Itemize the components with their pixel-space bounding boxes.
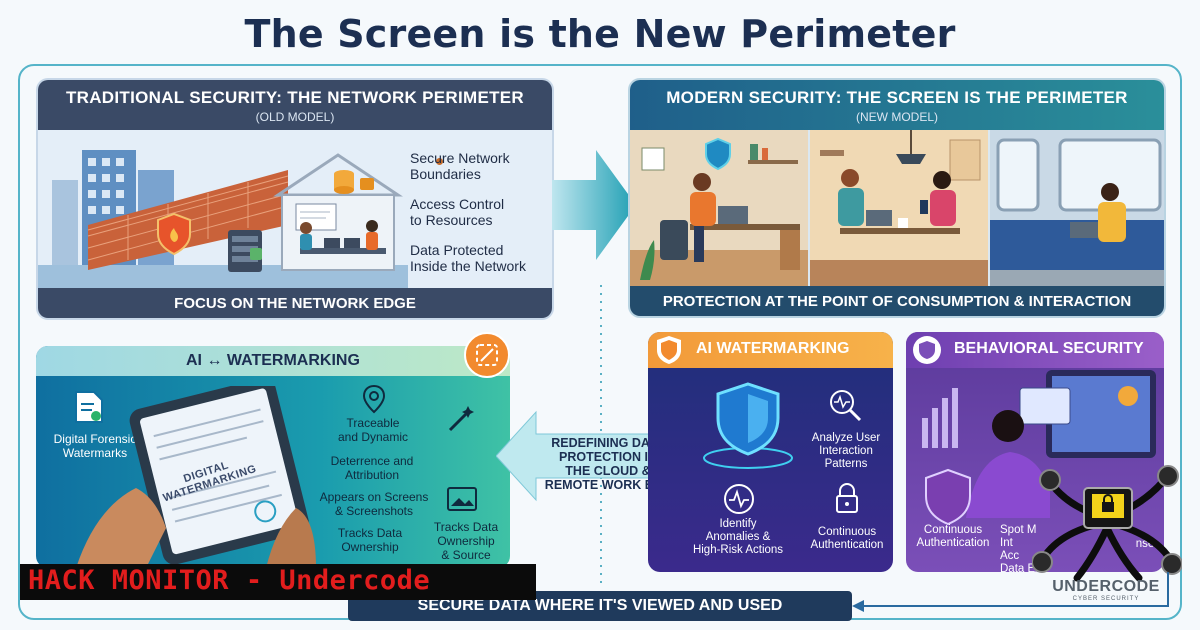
modern-footer: PROTECTION AT THE POINT OF CONSUMPTION &… <box>630 286 1164 316</box>
item-continuous-authentication: Continuous Authentication <box>800 526 893 552</box>
modern-scenes-illustration <box>630 130 1164 290</box>
traditional-title: TRADITIONAL SECURITY: THE NETWORK PERIME… <box>65 88 525 107</box>
feature-traceable: Traceable and Dynamic <box>318 416 428 444</box>
ai-watermarking-band <box>36 346 510 376</box>
lock-icon <box>836 483 858 513</box>
modern-title: MODERN SECURITY: THE SCREEN IS THE PERIM… <box>666 88 1128 107</box>
item-line: Authentication <box>810 539 884 551</box>
label-line: Watermarks <box>62 446 128 460</box>
traditional-footer: FOCUS ON THE NETWORK EDGE <box>38 288 552 318</box>
item-line: Continuous <box>923 524 983 536</box>
traditional-subtitle: (OLD MODEL) <box>255 110 335 124</box>
anomaly-target-icon <box>724 484 754 514</box>
item-line: Authentication <box>916 537 990 549</box>
feature-line: Tracks Data <box>337 526 403 540</box>
behavioral-security-panel: BEHAVIORAL SECURITY Continuous Authentic… <box>906 332 1164 572</box>
behavioral-band <box>906 332 1164 368</box>
feature-deterrence: Deterrence and Attribution <box>316 454 428 482</box>
center-message: REDEFINING DATA PROTECTION IN THE CLOUD … <box>522 436 694 492</box>
document-check-icon <box>75 391 103 423</box>
item-analyze-user: Analyze User Interaction Patterns <box>802 432 890 471</box>
watermark-stamp-icon <box>464 332 510 378</box>
item-line: Spot M <box>1000 524 1037 536</box>
user-shield-icon <box>913 336 941 364</box>
ai-watermarking-title: AI ↔ WATERMARKING <box>186 352 360 369</box>
behavioral-title: BEHAVIORAL SECURITY <box>954 340 1144 357</box>
callout-line: Data Protected <box>410 242 504 258</box>
item-line: Int <box>1000 537 1013 549</box>
hack-monitor-text: HACK MONITOR - Undercode <box>28 565 431 596</box>
modern-header: MODERN SECURITY: THE SCREEN IS THE PERIM… <box>630 80 1164 130</box>
item-identify-anomalies: Identify Anomalies & High-Risk Actions <box>676 518 800 557</box>
shield-icon <box>657 336 681 364</box>
ai-watermarking-right-title: AI WATERMARKING <box>696 340 850 357</box>
ai-watermarking-feature-panel: AI ↔ WATERMARKING Digital Forensic Water… <box>36 346 510 568</box>
callout-dot <box>436 158 443 165</box>
callout-secure-boundaries: Secure Network Boundaries <box>410 150 550 182</box>
undercode-logo-subtext: CYBER SECURITY <box>1072 596 1140 602</box>
ai-watermarking-right-band <box>648 332 893 368</box>
item-line: Identify <box>719 518 757 530</box>
magnifier-pulse-icon <box>830 390 862 422</box>
feature-line: & Screenshots <box>334 504 414 518</box>
feature-line: Ownership <box>341 540 399 554</box>
image-frame-icon <box>447 487 477 511</box>
item-line: Continuous <box>817 526 877 538</box>
feature-line: Appears on Screens <box>319 490 429 504</box>
item-line: High-Risk Actions <box>692 544 784 556</box>
callout-access-control: Access Control to Resources <box>410 196 550 228</box>
item-line: Analyze User <box>811 432 881 444</box>
behavioral-illustration <box>922 370 1156 526</box>
feature-line: and Dynamic <box>337 430 409 444</box>
traditional-security-panel: TRADITIONAL SECURITY: THE NETWORK PERIME… <box>36 78 554 320</box>
modern-subtitle: (NEW MODEL) <box>856 110 938 124</box>
label-line: Digital Forensic <box>53 432 137 446</box>
callout-line: to Resources <box>410 212 493 228</box>
item-line: Data Ex <box>1000 563 1041 572</box>
feature-line: Traceable <box>346 416 400 430</box>
page-title: The Screen is the New Perimeter <box>244 12 956 56</box>
traditional-header: TRADITIONAL SECURITY: THE NETWORK PERIME… <box>38 80 552 130</box>
center-line: REMOTE WORK ERA <box>544 478 672 492</box>
callout-line: Access Control <box>410 196 505 212</box>
item-line: Anomalies & <box>705 531 771 543</box>
magic-wand-icon <box>448 406 474 432</box>
feature-line: & Source <box>441 548 491 562</box>
item-spot-misuse-partial: Spot M Int Acc Data Ex <box>1000 524 1064 572</box>
item-line: Interaction <box>819 445 873 457</box>
dotted-connector <box>600 285 602 585</box>
hack-monitor-banner: HACK MONITOR - Undercode <box>20 564 536 600</box>
undercode-logo-text: UNDERCODE <box>1052 578 1160 595</box>
center-line: THE CLOUD & <box>565 464 651 478</box>
feature-line: Deterrence and <box>330 454 414 468</box>
callout-line: Inside the Network <box>410 258 526 274</box>
robot-logo-icon <box>1032 465 1182 582</box>
feature-appears-on-screens: Appears on Screens & Screenshots <box>312 490 436 518</box>
center-line: PROTECTION IN <box>559 450 657 464</box>
callout-data-protected: Data Protected Inside the Network <box>410 242 552 274</box>
tablet-illustration <box>76 386 316 568</box>
feature-line: Ownership <box>437 534 495 548</box>
callout-line: Boundaries <box>410 166 481 182</box>
callout-line: Secure Network <box>410 150 510 166</box>
feature-line: Tracks Data <box>433 520 499 534</box>
item-line: Patterns <box>824 458 868 470</box>
digital-forensic-label: Digital Forensic Watermarks <box>40 432 150 460</box>
feature-line: Attribution <box>344 468 400 482</box>
feature-tracks-source: Tracks Data Ownership & Source <box>424 520 508 562</box>
center-line: REDEFINING DATA <box>551 436 665 450</box>
network-perimeter-illustration <box>38 150 408 290</box>
glowing-shield-icon <box>703 382 793 469</box>
ai-watermarking-panel: AI WATERMARKING Analyze User Interaction… <box>648 332 893 572</box>
feature-tracks-ownership: Tracks Data Ownership <box>320 526 420 554</box>
item-continuous-authentication-behavioral: Continuous Authentication <box>908 524 998 550</box>
modern-security-panel: MODERN SECURITY: THE SCREEN IS THE PERIM… <box>628 78 1166 318</box>
return-arrow-connector <box>852 572 1169 612</box>
transition-arrow-icon <box>552 150 636 260</box>
item-line: Acc <box>1000 550 1020 562</box>
location-pin-icon <box>362 384 386 414</box>
